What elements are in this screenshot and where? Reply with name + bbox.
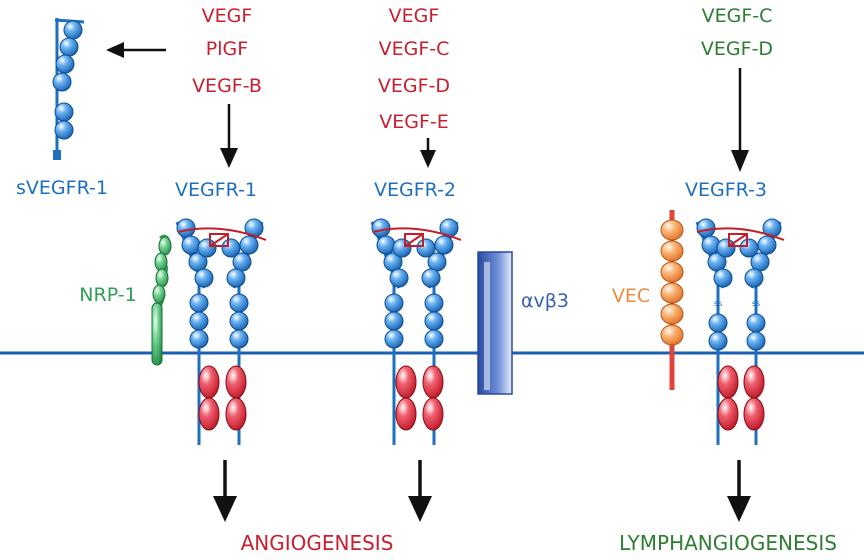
ligand-label: VEGF-E — [379, 111, 449, 133]
arrow-head-icon — [420, 150, 436, 168]
ligand-list-vegfr3: VEGF-C VEGF-D — [701, 5, 773, 60]
vec-structure — [660, 210, 684, 390]
coreceptor-label-nrp1: NRP-1 — [79, 284, 136, 306]
coreceptor-label-vec: VEC — [612, 285, 650, 307]
ligand-list-vegfr2: VEGF VEGF-C VEGF-D VEGF-E — [378, 5, 450, 133]
arrow-head-icon — [106, 42, 124, 58]
receptor-label-vegfr2: VEGFR-2 — [374, 179, 456, 201]
ligand-label: VEGF-C — [702, 5, 773, 27]
integrin-structure — [477, 251, 513, 395]
outcome-lymphangiogenesis: LYMPHANGIOGENESIS — [619, 531, 837, 555]
vegfr2-dimer — [370, 218, 462, 445]
ligand-label: PlGF — [206, 38, 248, 60]
receptor-label-vegfr3: VEGFR-3 — [685, 179, 767, 201]
coreceptor-label-integrin: αvβ3 — [521, 290, 569, 312]
ligand-label: VEGF-B — [192, 75, 262, 97]
outcome-angiogenesis: ANGIOGENESIS — [241, 531, 394, 555]
ligand-label: VEGF-D — [378, 75, 450, 97]
disulfide-label: ss — [714, 299, 722, 308]
nrp1-structure — [151, 234, 172, 366]
disulfide-label: ss — [752, 299, 760, 308]
ligand-label: VEGF — [202, 5, 253, 27]
svegfr1-structure — [52, 18, 85, 160]
arrows — [106, 42, 751, 522]
vegfr1-dimer — [175, 218, 267, 445]
arrow-head-icon — [731, 150, 749, 172]
receptor-label-soluble: sVEGFR-1 — [16, 177, 108, 199]
receptor-label-vegfr1: VEGFR-1 — [175, 179, 257, 201]
arrow-head-icon — [220, 148, 238, 168]
ligand-list-vegfr1: VEGF PlGF VEGF-B — [192, 5, 262, 97]
ligand-label: VEGF-C — [379, 38, 450, 60]
arrow-head-icon — [213, 496, 237, 522]
ligand-label: VEGF — [389, 5, 440, 27]
arrow-head-icon — [727, 496, 751, 522]
vegfr3-dimer — [695, 218, 785, 445]
arrow-head-icon — [408, 496, 432, 522]
ligand-label: VEGF-D — [701, 38, 773, 60]
